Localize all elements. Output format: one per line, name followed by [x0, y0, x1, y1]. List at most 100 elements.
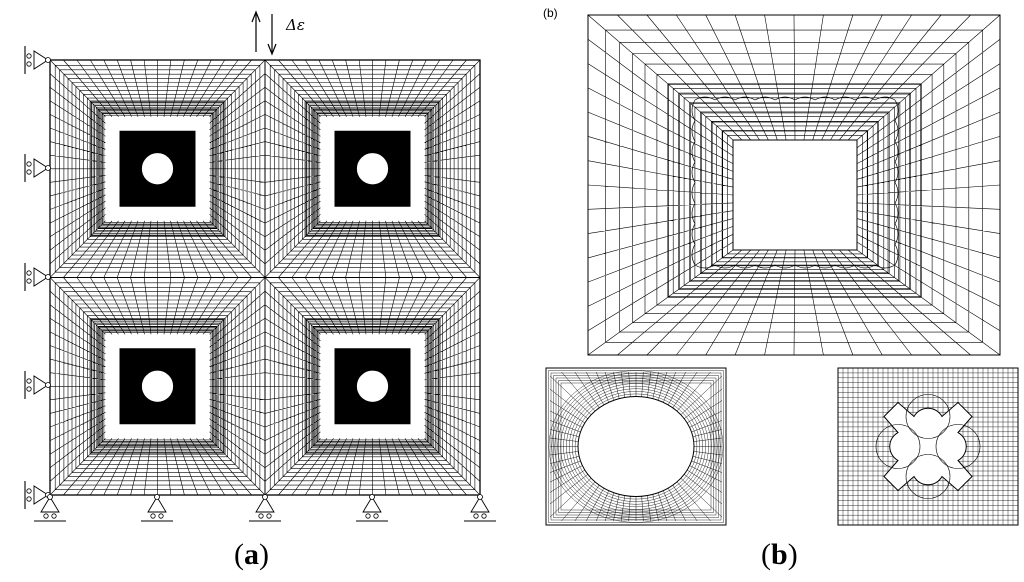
inset-frame — [837, 367, 1019, 526]
concentric-ring — [566, 385, 706, 508]
support-triangle — [33, 50, 49, 70]
support-triangle — [33, 485, 49, 505]
panel-b-caption: (b) — [761, 538, 798, 572]
square-hole — [732, 139, 858, 251]
roller — [481, 513, 487, 519]
roller — [43, 513, 49, 519]
support-pin — [45, 165, 51, 171]
roller — [150, 513, 156, 519]
boundary-supports — [24, 46, 496, 522]
support-triangle — [33, 158, 49, 178]
roller — [473, 513, 479, 519]
edge-ring — [550, 372, 722, 521]
roller — [26, 169, 32, 175]
load-arrows — [251, 10, 277, 56]
circular-hole — [141, 369, 174, 403]
left-roller-support — [24, 154, 51, 182]
support-pin — [45, 274, 51, 280]
panel-b-tag: (b) — [543, 6, 558, 20]
roller — [258, 513, 264, 519]
mesh-lines — [587, 14, 1001, 356]
roller — [26, 496, 32, 502]
roller — [26, 378, 32, 384]
mesh-lines — [264, 59, 481, 278]
roller — [373, 513, 379, 519]
edge-ring — [553, 375, 719, 518]
unit-cell — [264, 59, 481, 278]
circular-hole — [356, 152, 389, 186]
edge-ring — [560, 382, 712, 511]
support-pin — [262, 494, 268, 500]
panel-b-star-hole-mesh — [837, 367, 1019, 526]
support-pin — [45, 57, 51, 63]
edge-ring — [558, 380, 714, 513]
bottom-roller-support — [464, 494, 496, 522]
panel-b-square-hole-mesh — [587, 14, 1001, 356]
bottom-roller-support — [356, 494, 388, 522]
star-hole — [883, 401, 973, 492]
concentric-ring — [557, 378, 715, 515]
roller — [266, 513, 272, 519]
notch-ring — [905, 454, 951, 499]
edge-ring — [548, 370, 724, 523]
roller — [26, 270, 32, 276]
left-roller-support — [24, 481, 51, 509]
inset-frame — [545, 367, 727, 526]
caption-a-letter: a — [244, 538, 259, 571]
bottom-roller-support — [34, 494, 66, 522]
notch-ring — [935, 424, 981, 469]
caption-b-close: ) — [787, 538, 798, 571]
support-pin — [477, 494, 483, 500]
concentric-ring — [563, 383, 709, 510]
caption-b-letter: b — [771, 538, 788, 571]
roller — [26, 278, 32, 284]
roller — [26, 61, 32, 67]
mesh-lines — [49, 277, 266, 496]
caption-a-close: ) — [259, 538, 269, 571]
up-arrow-head — [251, 10, 261, 23]
roller — [26, 53, 32, 59]
mesh-boundary — [587, 14, 1001, 356]
circular-hole — [141, 152, 174, 186]
bottom-roller-support — [249, 494, 281, 522]
unit-cell — [49, 277, 266, 496]
roller — [26, 386, 32, 392]
left-roller-support — [24, 263, 51, 291]
unit-cell — [264, 277, 481, 496]
support-pin — [47, 494, 53, 500]
notch-ring — [905, 394, 951, 439]
refinement-transition — [691, 96, 899, 269]
panel-b-elliptical-hole-mesh — [545, 367, 727, 526]
concentric-ring — [574, 393, 698, 500]
roller — [26, 161, 32, 167]
circular-hole — [356, 369, 389, 403]
mesh-lines — [264, 277, 481, 496]
support-triangle — [362, 496, 382, 513]
support-triangle — [33, 375, 49, 395]
bottom-roller-support — [141, 494, 173, 522]
caption-a-open: ( — [234, 538, 244, 571]
support-pin — [154, 494, 160, 500]
support-triangle — [40, 496, 60, 513]
roller — [26, 488, 32, 494]
support-triangle — [255, 496, 275, 513]
roller — [51, 513, 57, 519]
caption-b-open: ( — [761, 538, 771, 571]
roller — [158, 513, 164, 519]
concentric-ring — [569, 388, 703, 505]
unit-cell — [49, 59, 266, 278]
panel-a-caption: (a) — [234, 538, 269, 572]
support-triangle — [470, 496, 490, 513]
left-roller-support — [24, 371, 51, 399]
concentric-ring — [554, 375, 718, 518]
panel-a-mesh — [49, 59, 481, 496]
concentric-ring — [571, 391, 701, 502]
support-triangle — [147, 496, 167, 513]
elliptical-hole — [577, 396, 695, 497]
down-arrow-head — [267, 43, 277, 56]
notch-ring — [875, 424, 921, 469]
mesh-lines — [49, 59, 266, 278]
edge-ring — [555, 377, 717, 516]
left-roller-support — [24, 46, 51, 74]
